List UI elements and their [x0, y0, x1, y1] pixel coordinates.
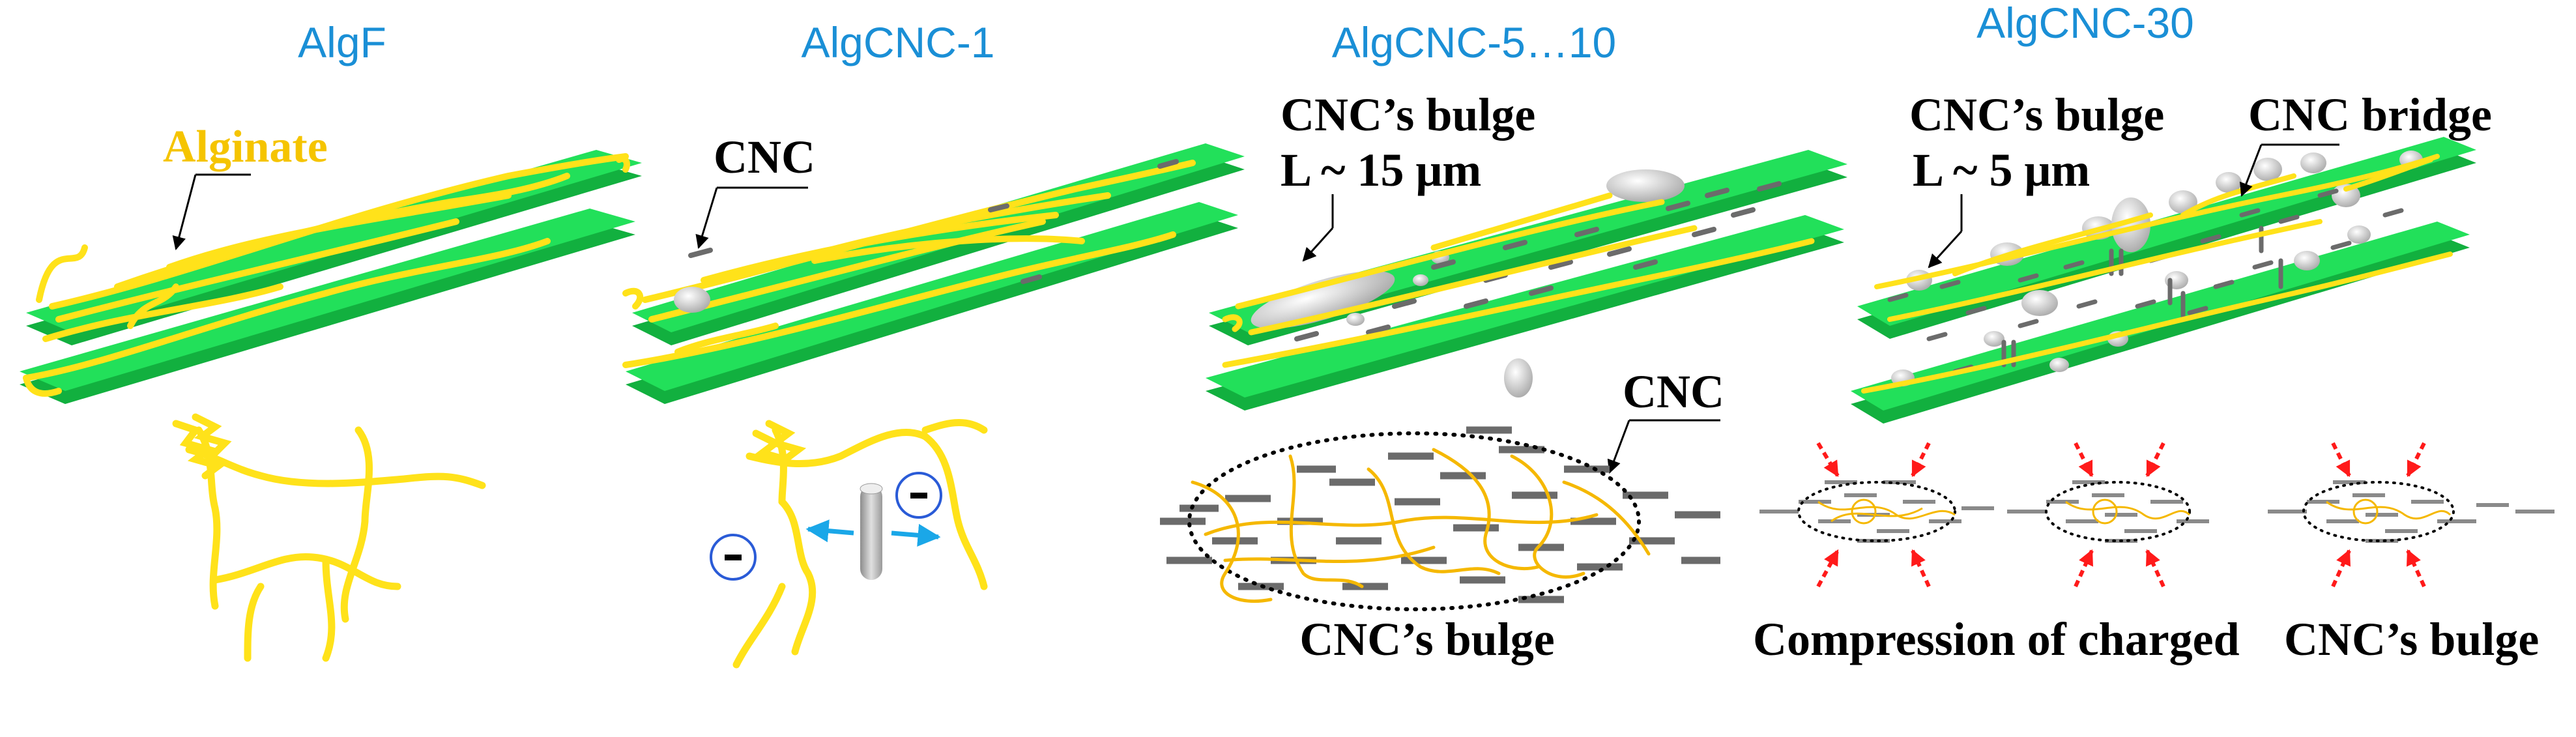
negative-charge-right	[895, 472, 942, 519]
compression-caption-b: CNC’s bulge	[2284, 613, 2539, 665]
compression-bulge-2	[2007, 442, 2209, 588]
repulsion-arrow-left	[805, 519, 854, 543]
bulge-arrow-p4	[1928, 230, 1963, 268]
cnc-rods-algcnc-1	[688, 159, 1179, 284]
compression-bulge-3	[2268, 442, 2554, 588]
bulge-arrow-p3	[1302, 227, 1334, 262]
compression-bulge-1	[1759, 442, 1994, 588]
compression-caption-a: Compression of charged	[1753, 613, 2240, 665]
panel-title-algcnc-30: AlgCNC-30	[1976, 0, 2194, 47]
cnc-bridge-arrow	[2239, 144, 2263, 197]
bulge-label-p4-line1: CNC’s bulge	[1909, 89, 2164, 141]
panel-algcnc-1: CNC	[622, 131, 1245, 669]
alginate-chains-algcnc-5-10	[1222, 192, 1815, 368]
sheet-stack-algf	[20, 150, 642, 404]
panel-title-algf: AlgF	[298, 18, 386, 66]
alginate-chains-algf	[23, 153, 630, 397]
panel-title-algcnc-1: AlgCNC-1	[801, 18, 994, 66]
bulge-label-p3-line2: L ~ 15 μm	[1281, 144, 1481, 196]
cnc-label-p3-bottom: CNC	[1623, 366, 1724, 418]
alginate-arrow	[172, 174, 197, 251]
cnc-bulge-small	[674, 287, 710, 313]
panel-algcnc-30: CNC’s bulge L ~ 5 μm CNC bridge	[1753, 89, 2554, 665]
negative-charge-left	[710, 534, 757, 581]
panel-algcnc-5-10: CNC’s bulge L ~ 15 μm CNC	[1160, 89, 1847, 665]
alginate-label: Alginate	[163, 122, 328, 172]
cnc-arrow-p3	[1607, 420, 1630, 474]
panel-title-algcnc-5-10: AlgCNC-5…10	[1332, 18, 1616, 66]
bulge-caption-p3: CNC’s bulge	[1299, 613, 1554, 665]
cnc-bridge-label: CNC bridge	[2248, 89, 2492, 141]
repulsion-arrow-right	[891, 523, 941, 547]
alginate-chains-algcnc-30	[1861, 154, 2453, 394]
cnc-label: CNC	[714, 131, 815, 183]
bulge-detail-p3	[1160, 426, 1720, 611]
bulge-label-p4-line2: L ~ 5 μm	[1913, 144, 2090, 196]
panel-algf: Alginate	[20, 122, 642, 662]
cnc-rod-3d	[860, 483, 883, 580]
cnc-arrow	[695, 187, 718, 250]
bulge-label-p3-line1: CNC’s bulge	[1281, 89, 1535, 141]
alginate-network-algf	[172, 413, 486, 662]
bulges-algcnc-5-10	[1251, 169, 1685, 397]
alginate-network-algcnc-1	[732, 418, 988, 669]
